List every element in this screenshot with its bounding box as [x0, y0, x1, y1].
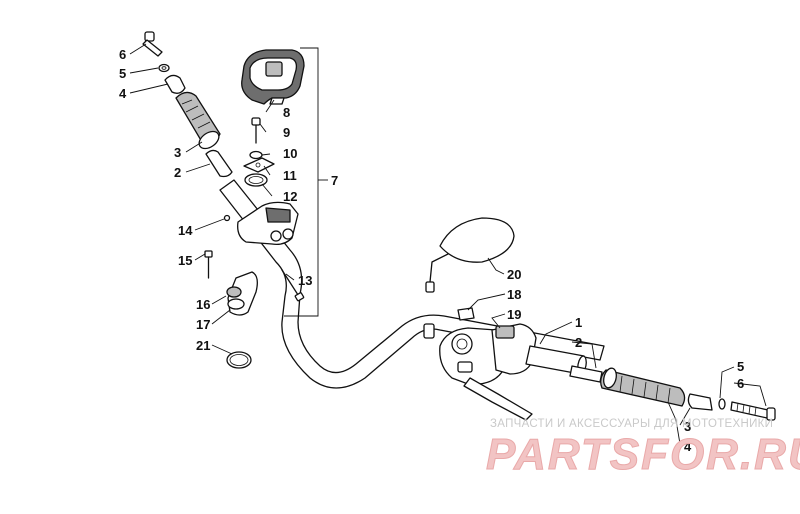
- callout-15: 15: [178, 253, 192, 268]
- switch-washer: [249, 150, 263, 160]
- washer-right: [718, 398, 726, 410]
- callout-17: 17: [196, 317, 210, 332]
- callout-5-right: 5: [737, 359, 744, 374]
- switch-housing-base: [237, 201, 299, 246]
- lower-clamp: [226, 271, 258, 316]
- callout-9: 9: [283, 125, 290, 140]
- callout-3-right: 3: [684, 419, 691, 434]
- end-screw-left: [142, 31, 163, 57]
- watermark-caption: ЗАПЧАСТИ И АКСЕССУАРЫ ДЛЯ МОТОТЕХНИКИ: [490, 418, 774, 430]
- end-screw-right: [730, 401, 776, 421]
- small-screw: [223, 214, 231, 222]
- callout-11: 11: [283, 168, 297, 183]
- callout-21: 21: [196, 338, 210, 353]
- cable-tie: [226, 351, 252, 369]
- throttle-sleeve-right: [569, 365, 603, 383]
- switch-screw: [251, 117, 261, 144]
- callout-19: 19: [507, 307, 521, 322]
- callout-2-right: 2: [575, 335, 582, 350]
- callout-12: 12: [283, 189, 297, 204]
- left-grip-assembly: [142, 31, 233, 178]
- callout-18: 18: [507, 287, 521, 302]
- bracket-7: [284, 47, 328, 317]
- warning-label: [457, 307, 475, 321]
- long-screw: [204, 250, 213, 279]
- clamp-screw: [281, 269, 305, 302]
- grip-right: [600, 367, 686, 407]
- leader-lines: [129, 43, 767, 445]
- callout-6-right: 6: [737, 376, 744, 391]
- bar-end-right: [687, 393, 713, 411]
- callout-5-left: 5: [119, 66, 126, 81]
- grip-left: [175, 91, 221, 150]
- brake-lever-assembly: [423, 323, 533, 421]
- callout-4-left: 4: [119, 86, 127, 101]
- callout-3-left: 3: [174, 145, 181, 160]
- callout-6-left: 6: [119, 47, 126, 62]
- callout-labels: 6 5 4 3 2 8 9 10 11 12 7 14 15 13 16 17 …: [119, 47, 744, 454]
- callout-13: 13: [298, 273, 312, 288]
- callout-7: 7: [331, 173, 338, 188]
- bar-end-left: [164, 74, 186, 94]
- callout-16: 16: [196, 297, 210, 312]
- washer-left: [158, 63, 170, 73]
- switch-plate: [243, 157, 275, 173]
- callout-1: 1: [575, 315, 582, 330]
- callout-8: 8: [283, 105, 290, 120]
- mirror: [425, 217, 515, 293]
- callout-2-left: 2: [174, 165, 181, 180]
- callout-4-right: 4: [684, 439, 692, 454]
- spring-clip: [244, 173, 268, 187]
- callout-20: 20: [507, 267, 521, 282]
- watermark-logo: PARTSFOR.RU: [486, 430, 800, 480]
- throttle-sleeve-left: [205, 149, 233, 178]
- callout-14: 14: [178, 223, 193, 238]
- switch-housing-cover: [241, 49, 305, 105]
- callout-10: 10: [283, 146, 297, 161]
